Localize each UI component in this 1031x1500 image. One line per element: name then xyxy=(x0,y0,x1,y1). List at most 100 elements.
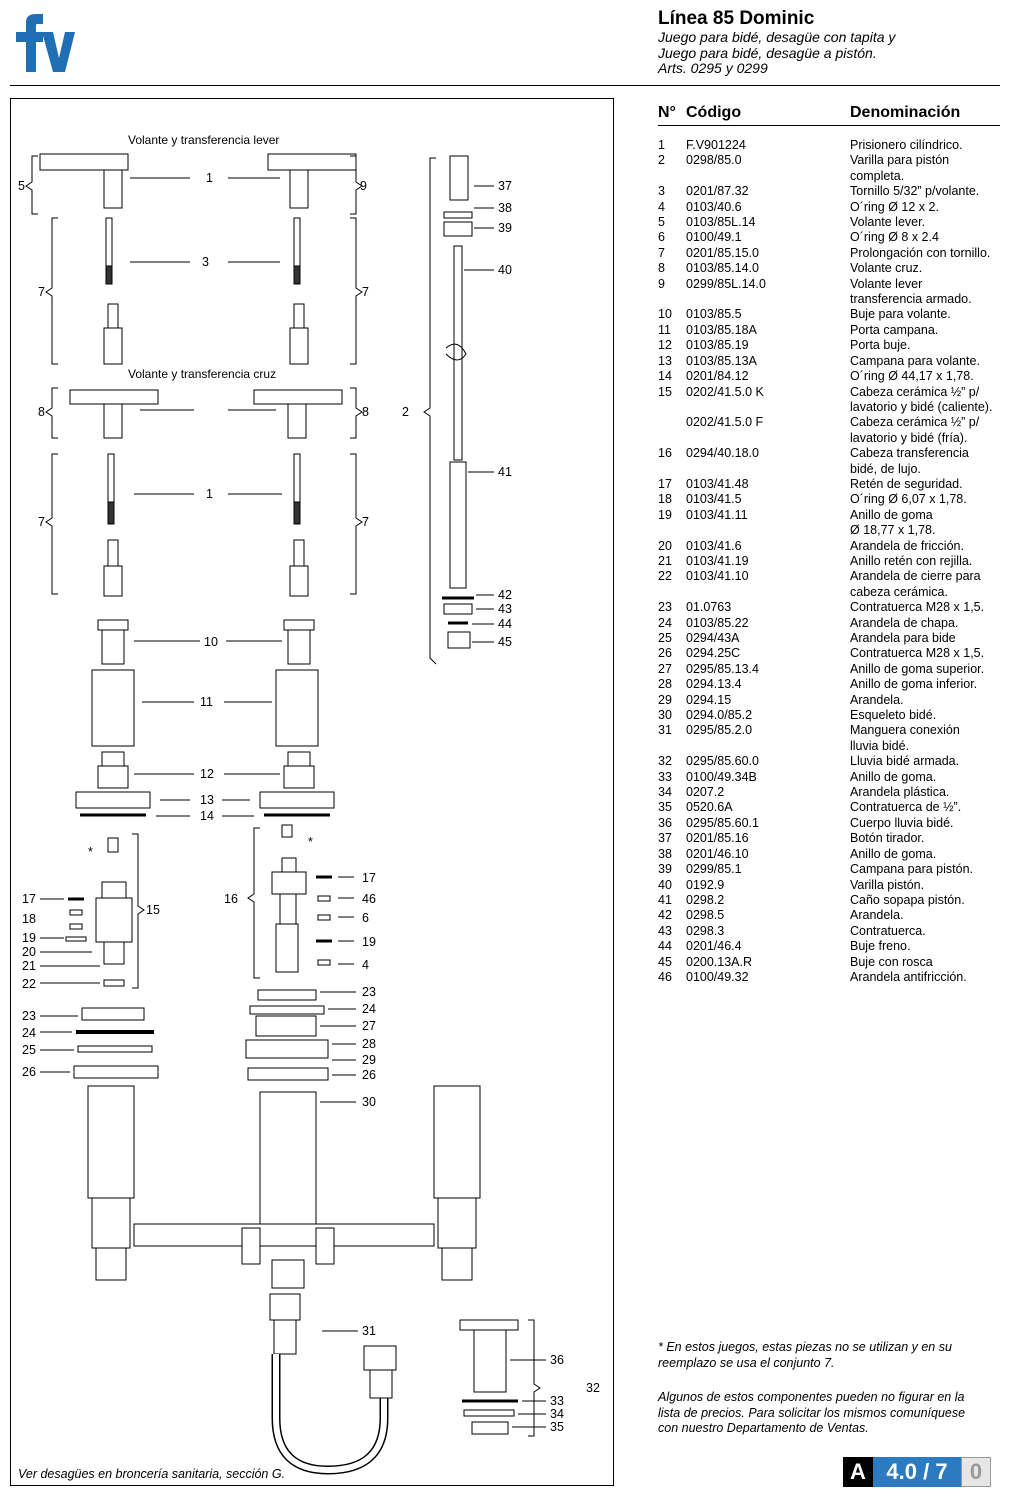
page-number: 4.0 / 7 xyxy=(873,1457,961,1487)
part-description: Campana para pistón. xyxy=(850,862,973,877)
callout-label: 2 xyxy=(402,405,409,419)
header-rule xyxy=(10,85,1000,86)
callout-label: 22 xyxy=(22,977,36,991)
part-description: Varilla pistón. xyxy=(850,877,925,892)
table-row: Ø 18,77 x 1,78. xyxy=(658,523,1000,538)
part-code xyxy=(686,431,850,446)
part-code xyxy=(686,739,850,754)
part-description: Cuerpo lluvia bidé. xyxy=(850,815,954,830)
callout-label: 29 xyxy=(362,1053,376,1067)
part-number: 36 xyxy=(658,815,672,830)
exploded-diagram: 1 1 2 3 3 4 5 6 7 7 7 7 8 8 9 10 11 12 1… xyxy=(18,153,600,1475)
callout-label: 23 xyxy=(362,985,376,999)
part-code xyxy=(686,169,850,184)
part-number: 14 xyxy=(658,369,672,384)
part-description: Anillo de goma. xyxy=(850,769,937,784)
table-row: cabeza cerámica. xyxy=(658,585,1000,600)
callout-label: 20 xyxy=(22,945,36,959)
part-number: 19 xyxy=(658,507,672,522)
part-description: Anillo de goma xyxy=(850,507,933,522)
part-code: 0294/43A xyxy=(686,631,740,645)
part-description: Buje freno. xyxy=(850,939,911,954)
asterisk-note: * En estos juegos, estas piezas no se ut… xyxy=(658,1340,952,1370)
part-number: 25 xyxy=(658,631,672,645)
table-row: lluvia bidé. xyxy=(658,739,1000,754)
part-description: lavatorio y bidé (fría). xyxy=(850,430,968,445)
part-code: 0103/85.13A xyxy=(686,353,757,368)
callout-label: 1 xyxy=(206,171,213,185)
part-number: 42 xyxy=(658,908,672,923)
part-number xyxy=(658,585,686,600)
part-description: lluvia bidé. xyxy=(850,738,910,753)
part-code: 0103/41.6 xyxy=(686,538,742,553)
part-code xyxy=(686,585,850,600)
part-code: 0100/49.1 xyxy=(686,230,742,245)
part-description: transferencia armado. xyxy=(850,292,972,307)
part-code: 0298.5 xyxy=(686,908,725,923)
col-header-name: Denominación xyxy=(850,104,961,121)
part-description: O´ring Ø 12 x 2. xyxy=(850,199,939,214)
part-number: 2 xyxy=(658,153,665,168)
part-description: Prolongación con tornillo. xyxy=(850,245,991,260)
part-number xyxy=(658,431,686,446)
part-code: 0200.13A.R xyxy=(686,954,753,969)
part-number: 24 xyxy=(658,615,672,630)
callout-label: 15 xyxy=(146,903,160,917)
table-row: bidé, de lujo. xyxy=(658,462,1000,477)
part-description: bidé, de lujo. xyxy=(850,461,921,476)
part-number: 33 xyxy=(658,769,672,784)
part-description: Volante lever xyxy=(850,276,923,291)
part-number: 11 xyxy=(658,322,671,337)
part-number: 10 xyxy=(658,307,672,322)
part-description: cabeza cerámica. xyxy=(850,584,948,599)
part-number: 17 xyxy=(658,476,672,491)
part-description: Arandela de cierre para xyxy=(850,569,981,584)
callout-label: 25 xyxy=(22,1043,36,1057)
callout-label: 7 xyxy=(38,515,45,529)
part-code xyxy=(686,292,850,307)
callout-label: * xyxy=(308,835,313,849)
section-letter: A xyxy=(843,1457,873,1487)
part-code: 0103/41.19 xyxy=(686,553,749,568)
part-code: 0103/41.5 xyxy=(686,492,742,507)
callout-label: 42 xyxy=(498,588,512,602)
callout-label: 32 xyxy=(586,1381,600,1395)
part-code: 0103/41.48 xyxy=(686,476,749,491)
col-header-code: Código xyxy=(686,104,742,121)
callout-label: 4 xyxy=(362,958,369,972)
part-code: 0201/84.12 xyxy=(686,369,749,384)
part-code: 0201/85.15.0 xyxy=(686,245,759,260)
page-header: Línea 85 Dominic Juego para bidé, desagü… xyxy=(658,8,1003,77)
part-number: 39 xyxy=(658,862,672,877)
callout-label: 24 xyxy=(22,1026,36,1040)
part-description: Caño sopapa pistón. xyxy=(850,892,965,907)
part-number: 1 xyxy=(658,138,665,152)
callout-label: 31 xyxy=(362,1324,376,1338)
callout-label: 8 xyxy=(362,405,369,419)
part-code: 0100/49.32 xyxy=(686,969,749,984)
part-number: 29 xyxy=(658,692,672,707)
part-code: 0299/85L.14.0 xyxy=(686,276,766,291)
availability-note: Algunos de estos componentes pueden no f… xyxy=(658,1390,966,1436)
section-label-cruz: Volante y transferencia cruz xyxy=(128,367,277,381)
part-number: 32 xyxy=(658,754,672,769)
part-number: 35 xyxy=(658,800,672,815)
part-number: 38 xyxy=(658,846,672,861)
part-description: Tornillo 5/32” p/volante. xyxy=(850,184,980,199)
